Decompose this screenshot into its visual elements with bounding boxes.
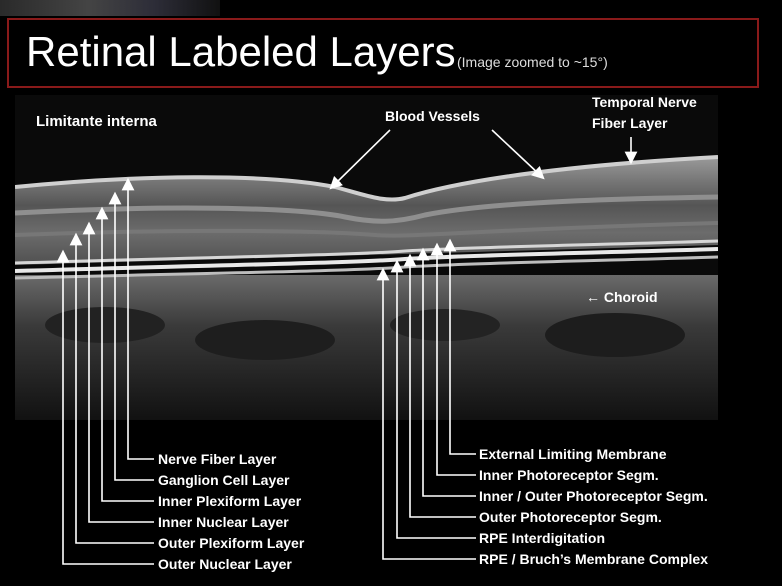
pointer-inner-outer-photo bbox=[416, 247, 476, 497]
label-choroid: ← Choroid bbox=[586, 289, 658, 305]
label-outer-nuclear-layer: Outer Nuclear Layer bbox=[158, 556, 292, 572]
header-strip bbox=[0, 0, 220, 16]
pointer-outer-nuclear bbox=[56, 249, 154, 565]
pointer-inner-plexiform bbox=[95, 206, 154, 502]
pointer-blood-vessel-left bbox=[329, 129, 391, 190]
pointer-outer-photo bbox=[403, 253, 476, 518]
label-ganglion-cell-layer: Ganglion Cell Layer bbox=[158, 472, 290, 488]
label-outer-photoreceptor-segm: Outer Photoreceptor Segm. bbox=[479, 509, 662, 525]
pointer-inner-photo bbox=[430, 242, 476, 476]
label-inner-photoreceptor-segm: Inner Photoreceptor Segm. bbox=[479, 467, 659, 483]
label-external-limiting-membrane: External Limiting Membrane bbox=[479, 446, 667, 462]
title-box: Retinal Labeled Layers (Image zoomed to … bbox=[7, 18, 759, 88]
label-outer-plexiform-layer: Outer Plexiform Layer bbox=[158, 535, 305, 551]
page-title: Retinal Labeled Layers bbox=[26, 28, 456, 75]
label-inner-plexiform-layer: Inner Plexiform Layer bbox=[158, 493, 302, 509]
label-limitante-interna: Limitante interna bbox=[36, 113, 157, 130]
label-rpe-interdigitation: RPE Interdigitation bbox=[479, 530, 605, 546]
label-inner-nuclear-layer: Inner Nuclear Layer bbox=[158, 514, 289, 530]
pointer-rpe-bruch bbox=[376, 267, 476, 560]
pointer-blood-vessel-right bbox=[491, 129, 545, 180]
label-inner-outer-photoreceptor-segm: Inner / Outer Photoreceptor Segm. bbox=[479, 488, 708, 504]
label-rpe-bruchs-membrane: RPE / Bruch’s Membrane Complex bbox=[479, 551, 708, 567]
pointer-nerve-fiber bbox=[121, 177, 154, 460]
pointer-inner-nuclear bbox=[82, 221, 154, 523]
pointer-ganglion bbox=[108, 191, 154, 481]
pointer-rpe-interdig bbox=[390, 259, 476, 539]
pointer-ext-limiting bbox=[443, 238, 476, 455]
label-blood-vessels: Blood Vessels bbox=[385, 108, 480, 124]
page-subtitle: (Image zoomed to ~15°) bbox=[457, 54, 608, 70]
pointer-outer-plexiform bbox=[69, 232, 154, 544]
label-temporal-nerve-line2: Fiber Layer bbox=[592, 115, 668, 131]
label-temporal-nerve-line1: Temporal Nerve bbox=[592, 94, 697, 110]
label-nerve-fiber-layer: Nerve Fiber Layer bbox=[158, 451, 277, 467]
